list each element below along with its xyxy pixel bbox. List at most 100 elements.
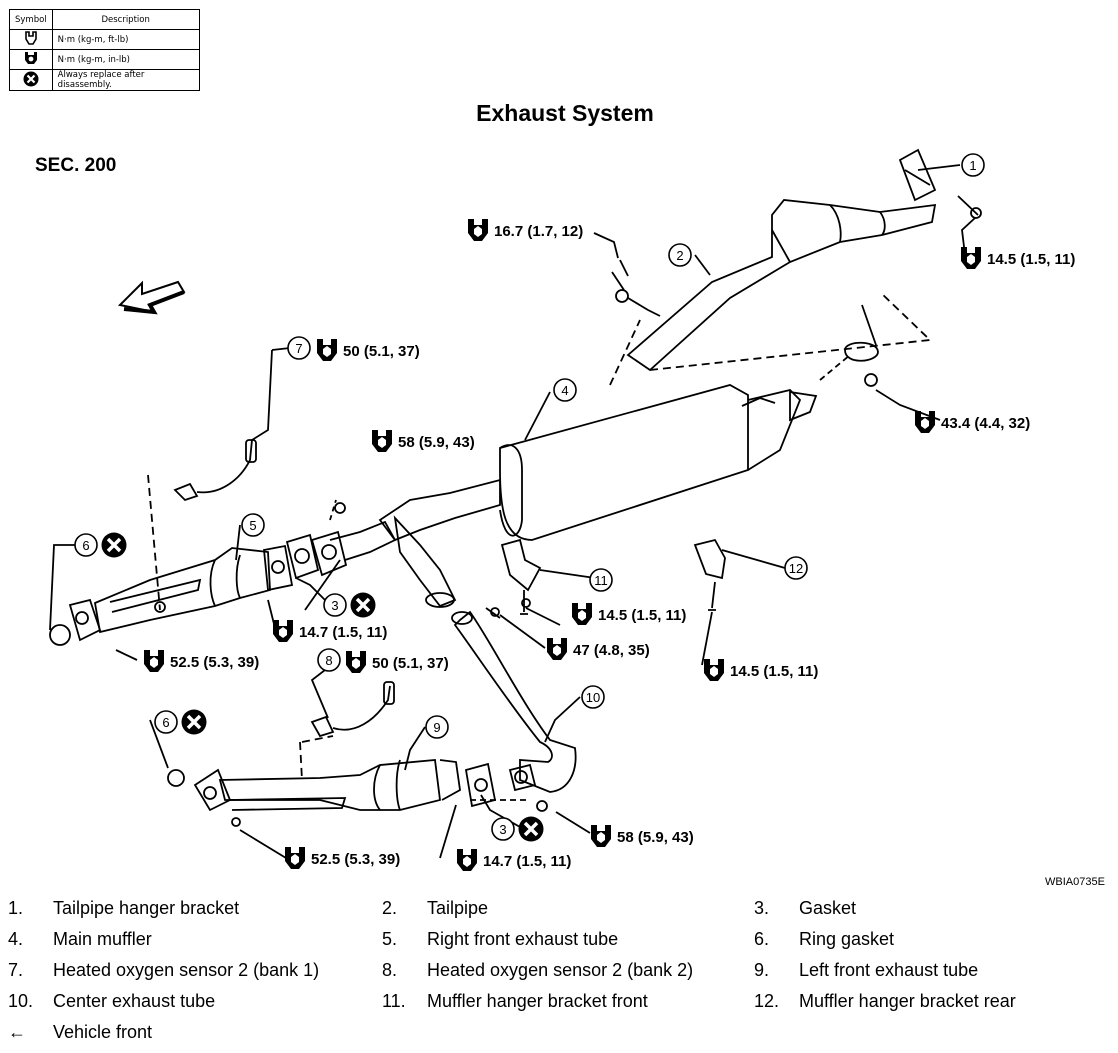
part-number: 7. — [8, 960, 24, 980]
part-number: 10. — [8, 991, 34, 1011]
legend-description: N·m (kg-m, in-lb) — [51, 49, 200, 70]
part-label: Tailpipe — [427, 898, 489, 918]
torque-wrench-icon — [457, 849, 477, 871]
svg-text:6: 6 — [162, 715, 169, 730]
torque-spec: 52.5 (5.3, 39) — [285, 847, 400, 869]
torque-spec: 58 (5.9, 43) — [591, 825, 694, 847]
svg-text:4: 4 — [561, 383, 568, 398]
callout-12: 12 — [784, 556, 808, 580]
left-front-exhaust-tube — [193, 759, 461, 827]
svg-text:14.5 (1.5, 11): 14.5 (1.5, 11) — [598, 607, 686, 624]
torque-wrench-icon — [144, 650, 164, 672]
torque-spec: 50 (5.1, 37) — [346, 651, 449, 673]
part-number: 6. — [754, 929, 770, 949]
svg-text:43.4 (4.4, 32): 43.4 (4.4, 32) — [941, 415, 1030, 432]
figure-code: WBIA0735E — [1045, 876, 1105, 888]
replace-x-icon — [101, 532, 127, 558]
part-label: Right front exhaust tube — [427, 929, 619, 949]
replace-x-icon — [181, 709, 207, 735]
torque-spec: 14.7 (1.5, 11) — [457, 849, 571, 871]
part-label: Heated oxygen sensor 2 (bank 2) — [427, 960, 694, 980]
svg-text:14.7 (1.5, 11): 14.7 (1.5, 11) — [483, 853, 571, 870]
torque-wrench-icon — [704, 659, 724, 681]
part-number: 11. — [382, 991, 406, 1011]
torque-wrench-icon — [317, 339, 337, 361]
torque-spec: 14.5 (1.5, 11) — [704, 659, 818, 681]
parts-list: 1.Tailpipe hanger bracket 2.Tailpipe 3.G… — [8, 898, 1118, 1053]
svg-text:14.7 (1.5, 11): 14.7 (1.5, 11) — [299, 624, 387, 641]
svg-text:16.7 (1.7, 12): 16.7 (1.7, 12) — [494, 223, 583, 240]
svg-text:11: 11 — [594, 573, 608, 588]
main-muffler — [499, 384, 818, 541]
svg-text:12: 12 — [789, 561, 803, 576]
callout-7: 7 — [287, 336, 311, 360]
torque-wrench-icon — [273, 620, 293, 642]
svg-text:58 (5.9, 43): 58 (5.9, 43) — [398, 434, 475, 451]
part-label: Heated oxygen sensor 2 (bank 1) — [53, 960, 320, 980]
torque-spec: 16.7 (1.7, 12) — [468, 219, 583, 241]
svg-text:50 (5.1, 37): 50 (5.1, 37) — [372, 655, 449, 672]
svg-text:6: 6 — [82, 538, 89, 553]
torque-spec: 14.5 (1.5, 11) — [572, 603, 686, 625]
center-exhaust-tube — [451, 607, 577, 793]
svg-text:3: 3 — [331, 598, 338, 613]
part-label: Main muffler — [53, 929, 152, 949]
legend-description: N·m (kg-m, ft-lb) — [51, 29, 200, 50]
part-label: Center exhaust tube — [53, 991, 216, 1011]
svg-text:8: 8 — [325, 653, 332, 668]
part-label: Gasket — [799, 898, 857, 918]
legend-header-description: Description — [51, 9, 200, 30]
part-label: Muffler hanger bracket rear — [799, 991, 1016, 1011]
torque-spec: 50 (5.1, 37) — [317, 339, 420, 361]
svg-text:14.5 (1.5, 11): 14.5 (1.5, 11) — [730, 663, 818, 680]
replace-x-icon — [350, 592, 376, 618]
svg-text:1: 1 — [969, 158, 976, 173]
replace-x-icon — [9, 69, 53, 91]
part-number: 2. — [382, 898, 398, 918]
part-label: Muffler hanger bracket front — [427, 991, 648, 1011]
torque-wrench-icon — [285, 847, 305, 869]
arrow-left-icon: ← — [8, 1022, 26, 1042]
vehicle-front-arrow-icon — [117, 280, 186, 315]
parts-row: 7. Heated oxygen sensor 2 (bank 1) 8. Heat… — [8, 960, 1118, 991]
part-number: 12. — [754, 991, 780, 1011]
svg-text:3: 3 — [499, 822, 506, 837]
part-number: 3. — [754, 898, 770, 918]
part-label: Tailpipe hanger bracket — [53, 898, 240, 918]
torque-wrench-icon — [9, 29, 53, 50]
callout-2: 2 — [668, 243, 692, 267]
part-number: 4. — [8, 929, 24, 949]
parts-row: 4. Main muffler 5. Right front exhaust tub… — [8, 929, 1118, 960]
svg-text:47 (4.8, 35): 47 (4.8, 35) — [573, 642, 650, 659]
part-number: 5. — [382, 929, 398, 949]
callout-3: 3 — [491, 816, 544, 842]
replace-x-icon — [518, 816, 544, 842]
torque-spec: 58 (5.9, 43) — [372, 430, 475, 452]
torque-wrench-icon — [547, 638, 567, 660]
legend-header-symbol: Symbol — [9, 9, 53, 30]
section-label: SEC. 200 — [35, 155, 117, 176]
callout-5: 5 — [241, 513, 265, 537]
part-label: Left front exhaust tube — [799, 960, 979, 980]
part-label: Vehicle front — [53, 1022, 153, 1042]
svg-text:52.5 (5.3, 39): 52.5 (5.3, 39) — [311, 851, 400, 868]
part-number: 9. — [754, 960, 770, 980]
torque-wrench-icon — [468, 219, 488, 241]
torque-wrench-icon — [572, 603, 592, 625]
torque-wrench-icon — [372, 430, 392, 452]
callout-8: 8 — [317, 648, 341, 672]
legend-description: Always replace after disassembly. — [51, 69, 200, 91]
callout-3: 3 — [323, 592, 376, 618]
parts-row: 1.Tailpipe hanger bracket 2.Tailpipe 3.G… — [8, 898, 1118, 929]
svg-text:2: 2 — [676, 248, 683, 263]
symbol-legend: Symbol Description N·m (kg-m, ft-lb) N·m… — [9, 9, 200, 91]
torque-spec: 14.5 (1.5, 11) — [961, 247, 1075, 269]
torque-spec: 47 (4.8, 35) — [547, 638, 650, 660]
svg-text:58 (5.9, 43): 58 (5.9, 43) — [617, 829, 694, 846]
part-number: 8. — [382, 960, 398, 980]
callout-11: 11 — [589, 568, 613, 592]
parts-row: 10. Center exhaust tube 11. Muffler hanger… — [8, 991, 1118, 1022]
tailpipe — [626, 148, 982, 372]
callout-6: 6 — [74, 532, 127, 558]
